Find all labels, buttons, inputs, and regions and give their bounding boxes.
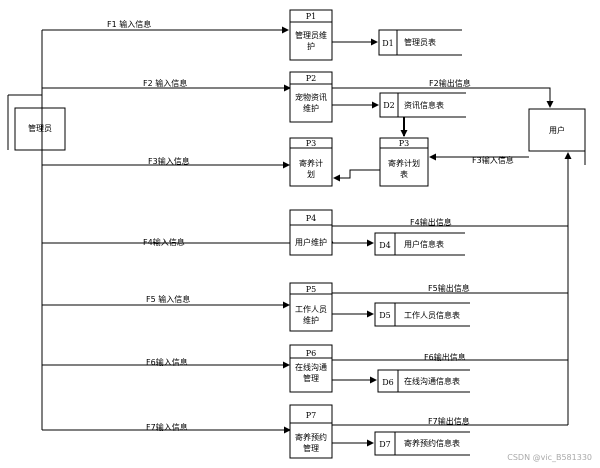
process-p6-name-line1: 在线沟通 xyxy=(295,362,327,372)
entity-admin-label: 管理员 xyxy=(28,123,52,133)
process-p7-id: P7 xyxy=(306,411,316,420)
process-p1-name-line1: 管理员维 xyxy=(295,30,327,40)
store-d6: D6 在线沟通信息表 xyxy=(377,369,470,393)
process-p3-plan-name-line2: 划 xyxy=(307,169,315,179)
input-flows: F1 输入信息 F2 输入信息 F3输入信息 F4输入信息 F5 输入信息 F6… xyxy=(42,19,334,434)
flow-f4-out-label: F4输出信息 xyxy=(410,217,452,227)
flow-f2-out-label: F2输出信息 xyxy=(429,78,471,88)
process-p5-name-line2: 维护 xyxy=(303,315,319,325)
process-p7: P7 寄养预约 管理 xyxy=(289,404,333,459)
store-d7-id: D7 xyxy=(379,440,391,449)
process-p3-plan-name-line1: 寄养计 xyxy=(299,158,323,168)
entity-admin: 管理员 xyxy=(7,94,66,151)
process-p4-id: P4 xyxy=(306,214,316,223)
process-p3-plan-id: P3 xyxy=(306,139,316,148)
process-p2-id: P2 xyxy=(306,74,316,83)
entity-user-label: 用户 xyxy=(549,125,565,135)
store-d1-name: 管理员表 xyxy=(404,37,436,47)
entity-user: 用户 xyxy=(528,108,586,165)
flow-f1-label: F1 输入信息 xyxy=(107,19,151,29)
process-p3-table-name-line1: 寄养计划 xyxy=(388,158,420,168)
process-p7-name-line1: 寄养预约 xyxy=(295,432,327,442)
flow-user-f3-label: F3输入信息 xyxy=(472,155,514,165)
process-p3-plan: P3 寄养计 划 xyxy=(289,137,333,187)
flow-f6-out-label: F6输出信息 xyxy=(424,352,466,362)
process-p3-table-name-line2: 表 xyxy=(400,169,408,179)
store-d5: D5 工作人员信息表 xyxy=(374,302,470,327)
process-p5: P5 工作人员 维护 xyxy=(289,282,333,332)
process-p2-name-line1: 宠物资讯 xyxy=(295,92,327,102)
flow-f3-label: F3输入信息 xyxy=(148,156,190,166)
process-p1-id: P1 xyxy=(306,12,316,21)
process-p2: P2 宠物资讯 维护 xyxy=(289,71,333,123)
flow-f5-out-label: F5输出信息 xyxy=(428,283,470,293)
store-d5-name: 工作人员信息表 xyxy=(404,310,460,320)
process-p4-name-line1: 用户维护 xyxy=(295,237,327,247)
process-p5-name-line1: 工作人员 xyxy=(295,304,327,314)
p3-table-to-p3-plan-arrow xyxy=(333,169,380,182)
store-d2: D2 资讯信息表 xyxy=(379,92,466,118)
process-p1-name-line2: 护 xyxy=(307,41,315,51)
process-p3-table: P3 寄养计划 表 xyxy=(379,137,429,187)
store-d4-name: 用户信息表 xyxy=(404,239,444,249)
store-d5-id: D5 xyxy=(379,311,391,320)
process-p6: P6 在线沟通 管理 xyxy=(289,344,333,393)
flow-f4-label: F4输入信息 xyxy=(143,237,185,247)
store-d2-id: D2 xyxy=(383,101,395,110)
process-p6-id: P6 xyxy=(306,349,316,358)
store-d7-name: 寄养预约信息表 xyxy=(404,438,460,448)
store-d4: D4 用户信息表 xyxy=(374,232,465,256)
process-p2-name-line2: 维护 xyxy=(303,103,319,113)
flow-f5-label: F5 输入信息 xyxy=(146,294,190,304)
flow-f7-label: F7输入信息 xyxy=(146,422,188,432)
output-flows: F2输出信息 F4输出信息 F5输出信息 F6输出信息 F7输出信息 xyxy=(332,78,572,426)
store-d2-name: 资讯信息表 xyxy=(404,100,444,110)
store-d6-name: 在线沟通信息表 xyxy=(404,376,460,386)
process-p6-name-line2: 管理 xyxy=(303,373,319,383)
process-p4: P4 用户维护 xyxy=(289,209,333,256)
store-d6-id: D6 xyxy=(382,378,394,387)
store-d4-id: D4 xyxy=(379,241,391,250)
watermark: CSDN @vic_B581330 xyxy=(507,453,592,462)
process-p1: P1 管理员维 护 xyxy=(289,9,333,61)
process-p3-table-id: P3 xyxy=(399,139,409,148)
flow-f7-out-label: F7输出信息 xyxy=(428,416,470,426)
flow-f2-out-arrow xyxy=(332,87,554,108)
store-d1: D1 管理员表 xyxy=(378,29,462,56)
store-d7: D7 寄养预约信息表 xyxy=(374,431,470,456)
process-p5-id: P5 xyxy=(306,285,316,294)
flow-f2-label: F2 输入信息 xyxy=(143,78,187,88)
flow-f6-label: F6输入信息 xyxy=(146,357,188,367)
process-p7-name-line2: 管理 xyxy=(303,443,319,453)
store-d1-id: D1 xyxy=(382,39,394,48)
